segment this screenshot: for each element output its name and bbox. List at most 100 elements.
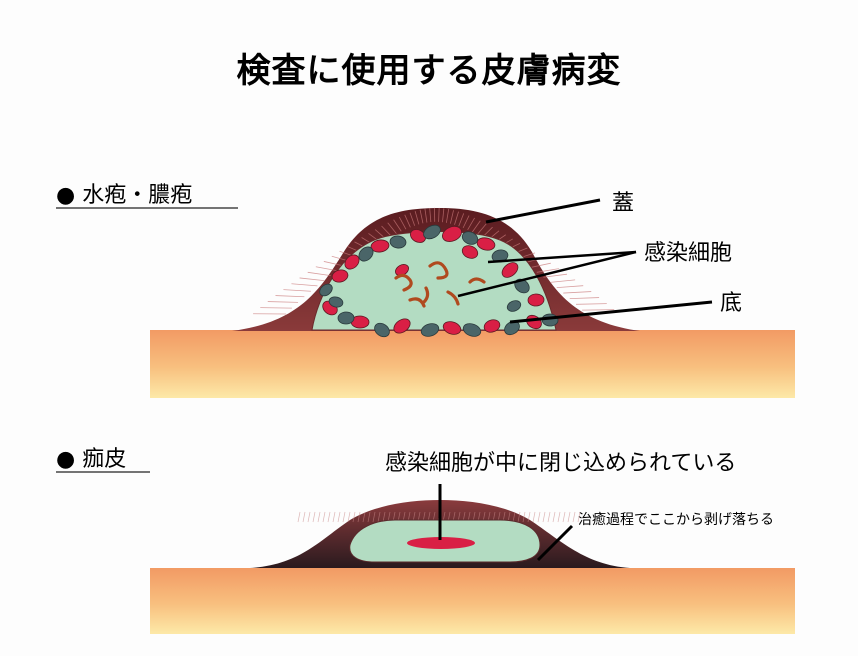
hatch-stroke bbox=[357, 511, 361, 523]
hatch-stroke bbox=[550, 279, 576, 283]
hatch-stroke bbox=[367, 511, 371, 523]
hatch-stroke bbox=[517, 511, 521, 523]
cell bbox=[374, 322, 390, 338]
hatch-stroke bbox=[536, 268, 559, 273]
infected-cell bbox=[442, 321, 462, 335]
hatch-stroke bbox=[467, 217, 475, 231]
hatch-stroke bbox=[438, 207, 440, 222]
infected-cell bbox=[370, 239, 390, 253]
hatch-stroke bbox=[532, 511, 536, 523]
hatch-stroke bbox=[315, 266, 338, 272]
callout-line-cells-1 bbox=[487, 250, 637, 264]
infected-cell bbox=[410, 229, 426, 243]
cell bbox=[358, 246, 374, 262]
infected-cell-worm bbox=[422, 286, 430, 304]
hatch-stroke bbox=[462, 215, 470, 229]
hatch-stroke bbox=[472, 220, 481, 233]
hatch-stroke bbox=[530, 262, 551, 268]
label-peel-off: 治癒過程でここから剥げ落ちる bbox=[578, 512, 774, 528]
infected-cell-worm bbox=[394, 273, 413, 292]
label-base: 底 bbox=[720, 291, 742, 316]
hatch-stroke bbox=[419, 209, 424, 224]
hatch-stroke bbox=[562, 511, 566, 523]
hatch-stroke bbox=[557, 511, 561, 523]
hatch-stroke bbox=[377, 511, 381, 523]
hatch-stroke bbox=[527, 511, 531, 523]
cell bbox=[504, 320, 520, 336]
hatch-stroke bbox=[291, 283, 318, 287]
hatch-stroke bbox=[547, 511, 551, 523]
hatch-stroke bbox=[424, 208, 428, 223]
hatch-stroke bbox=[312, 511, 316, 523]
hatch-stroke bbox=[299, 277, 325, 282]
cell bbox=[337, 311, 355, 325]
hatch-stroke bbox=[476, 223, 487, 235]
hatch-stroke bbox=[537, 511, 541, 523]
infected-cell bbox=[461, 245, 479, 259]
section-heading-blister: ● 水疱・膿疱 bbox=[56, 183, 192, 208]
hatch-stroke bbox=[327, 511, 331, 523]
hatch-stroke bbox=[337, 511, 341, 523]
hatch-stroke bbox=[543, 273, 568, 278]
infected-cell-worm bbox=[428, 261, 449, 280]
skin-layer bbox=[150, 330, 795, 398]
hatch-stroke bbox=[429, 208, 432, 223]
cell bbox=[462, 323, 482, 337]
cell bbox=[506, 300, 522, 312]
hatch-stroke bbox=[576, 303, 607, 305]
hatch-stroke bbox=[414, 210, 420, 225]
hatch-stroke bbox=[362, 511, 366, 523]
hatch-stroke bbox=[556, 285, 584, 289]
hatch-stroke bbox=[522, 511, 526, 523]
cell bbox=[461, 231, 479, 245]
hatch-stroke bbox=[512, 511, 516, 523]
hatch-stroke bbox=[542, 511, 546, 523]
infected-cell bbox=[442, 226, 462, 242]
blister-roof-texture bbox=[253, 207, 615, 315]
cell bbox=[319, 283, 333, 297]
infected-cell-worm bbox=[408, 297, 426, 308]
hatch-stroke bbox=[372, 511, 376, 523]
label-roof: 蓋 bbox=[612, 191, 634, 216]
hatch-stroke bbox=[283, 289, 311, 292]
hatch-stroke bbox=[393, 219, 402, 232]
hatch-stroke bbox=[577, 511, 581, 523]
skin-layer bbox=[150, 568, 795, 634]
hatch-stroke bbox=[317, 511, 321, 523]
cell bbox=[389, 235, 407, 249]
hatch-stroke bbox=[382, 511, 386, 523]
hatch-stroke bbox=[572, 511, 576, 523]
hatch-stroke bbox=[260, 307, 292, 309]
page-title: 検査に使用する皮膚病変 bbox=[237, 51, 622, 91]
hatch-stroke bbox=[342, 511, 346, 523]
callout-line-roof bbox=[485, 198, 601, 224]
hatch-stroke bbox=[409, 212, 416, 226]
hatch-stroke bbox=[322, 511, 326, 523]
hatch-stroke bbox=[569, 297, 600, 300]
hatch-stroke bbox=[332, 511, 336, 523]
callout-line-base bbox=[509, 300, 713, 324]
hatch-stroke bbox=[352, 511, 356, 523]
hatch-stroke bbox=[454, 211, 459, 225]
hatch-stroke bbox=[442, 208, 445, 223]
hatch-stroke bbox=[567, 511, 571, 523]
label-infected-cells: 感染細胞 bbox=[644, 241, 732, 266]
hatch-stroke bbox=[404, 214, 411, 228]
hatch-stroke bbox=[387, 222, 397, 234]
infected-cell-scab bbox=[407, 537, 475, 549]
hatch-stroke bbox=[302, 511, 306, 523]
infected-cell bbox=[483, 319, 501, 333]
hatch-stroke bbox=[381, 225, 392, 237]
caption-cells-trapped: 感染細胞が中に閉じ込められている bbox=[385, 451, 736, 476]
hatch-stroke bbox=[307, 271, 331, 276]
hatch-stroke bbox=[297, 511, 301, 523]
infected-cell bbox=[501, 262, 519, 278]
section-heading-scab: ● 痂皮 bbox=[56, 447, 126, 472]
hatch-stroke bbox=[347, 511, 351, 523]
hatch-stroke bbox=[552, 511, 556, 523]
cell bbox=[328, 296, 344, 308]
infected-cell bbox=[527, 293, 545, 307]
cell bbox=[420, 323, 440, 337]
hatch-stroke bbox=[450, 210, 454, 224]
